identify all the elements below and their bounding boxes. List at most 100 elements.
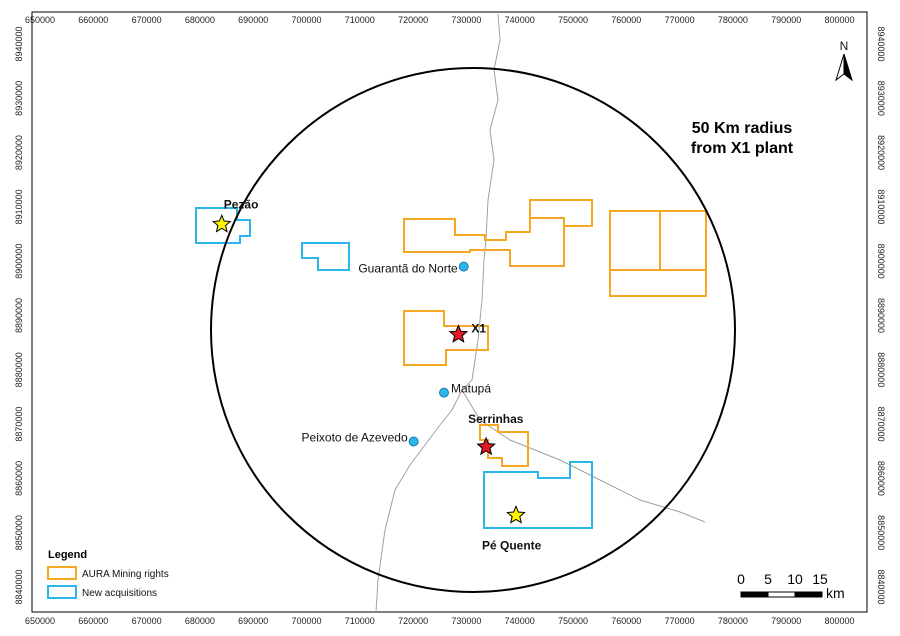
x-tick-top-720000: 720000 — [398, 15, 428, 25]
x-tick-top-790000: 790000 — [771, 15, 801, 25]
x-tick-bottom-660000: 660000 — [78, 616, 108, 626]
y-tick-left-8870000: 8870000 — [14, 407, 24, 442]
scale-label-0: 0 — [737, 571, 745, 587]
y-tick-right-8840000: 8840000 — [876, 569, 886, 604]
x-tick-bottom-690000: 690000 — [238, 616, 268, 626]
y-tick-left-8930000: 8930000 — [14, 81, 24, 116]
y-tick-labels-left: 8940000 8930000 8920000 8910000 8900000 88900… — [14, 26, 24, 604]
x-tick-labels-bottom: 650000 660000 670000 680000 690000 700000 7100… — [25, 616, 855, 626]
aura-block-x1 — [403, 310, 489, 366]
x-tick-top-730000: 730000 — [451, 15, 481, 25]
y-tick-right-8880000: 8880000 — [876, 352, 886, 387]
x-tick-top-770000: 770000 — [665, 15, 695, 25]
legend-label-aura: AURA Mining rights — [82, 569, 169, 580]
x-tick-top-650000: 650000 — [25, 15, 55, 25]
road-north-south — [375, 13, 501, 613]
y-tick-right-8860000: 8860000 — [876, 461, 886, 496]
x-tick-bottom-720000: 720000 — [398, 616, 428, 626]
y-tick-right-8850000: 8850000 — [876, 515, 886, 550]
y-tick-right-8910000: 8910000 — [876, 189, 886, 224]
x-tick-top-660000: 660000 — [78, 15, 108, 25]
x-tick-labels-top: 650000 660000 670000 680000 690000 700000 7100… — [25, 15, 855, 25]
aura-block-north-east — [529, 199, 593, 227]
y-tick-left-8860000: 8860000 — [14, 461, 24, 496]
scale-bar: 0 5 10 15 km — [737, 571, 845, 601]
y-tick-left-8850000: 8850000 — [14, 515, 24, 550]
x-tick-top-710000: 710000 — [345, 15, 375, 25]
yellow-star-icon — [506, 504, 526, 524]
y-tick-labels-right: 8940000 8930000 8920000 8910000 8900000 88900… — [876, 26, 886, 604]
x-tick-bottom-790000: 790000 — [771, 616, 801, 626]
new-block-pe-quente — [483, 461, 593, 529]
town-label: Matupá — [451, 382, 491, 396]
x-tick-bottom-800000: 800000 — [824, 616, 854, 626]
y-tick-left-8900000: 8900000 — [14, 244, 24, 279]
x-tick-top-800000: 800000 — [824, 15, 854, 25]
x-tick-bottom-700000: 700000 — [291, 616, 321, 626]
y-tick-left-8910000: 8910000 — [14, 189, 24, 224]
project-label: Pé Quente — [482, 538, 542, 552]
y-tick-right-8890000: 8890000 — [876, 298, 886, 333]
scale-label-5: 5 — [764, 571, 772, 587]
legend-label-new: New acquisitions — [82, 588, 157, 599]
y-tick-left-8890000: 8890000 — [14, 298, 24, 333]
x-tick-bottom-780000: 780000 — [718, 616, 748, 626]
y-tick-right-8920000: 8920000 — [876, 135, 886, 170]
y-tick-right-8900000: 8900000 — [876, 244, 886, 279]
red-star-icon — [476, 436, 496, 456]
x-tick-top-690000: 690000 — [238, 15, 268, 25]
x-tick-top-740000: 740000 — [505, 15, 535, 25]
x-tick-bottom-710000: 710000 — [345, 616, 375, 626]
legend-title: Legend — [48, 549, 87, 561]
scale-label-10: 10 — [787, 571, 803, 587]
road-east — [461, 389, 706, 523]
y-tick-left-8940000: 8940000 — [14, 26, 24, 61]
legend-swatch-new — [47, 585, 77, 599]
map-frame — [31, 11, 868, 613]
x-tick-bottom-730000: 730000 — [451, 616, 481, 626]
town-marker — [458, 261, 469, 272]
project-label: Pezão — [224, 197, 259, 211]
x-tick-top-680000: 680000 — [185, 15, 215, 25]
town-marker — [408, 436, 419, 447]
y-tick-left-8880000: 8880000 — [14, 352, 24, 387]
scale-label-15: 15 — [812, 571, 828, 587]
town-label: Peixoto de Azevedo — [302, 430, 408, 444]
x-tick-bottom-770000: 770000 — [665, 616, 695, 626]
yellow-star-icon — [211, 213, 232, 233]
y-tick-right-8930000: 8930000 — [876, 81, 886, 116]
y-tick-right-8940000: 8940000 — [876, 26, 886, 61]
x-tick-bottom-650000: 650000 — [25, 616, 55, 626]
x-tick-bottom-760000: 760000 — [611, 616, 641, 626]
y-tick-left-8840000: 8840000 — [14, 569, 24, 604]
legend-swatch-aura — [47, 566, 77, 580]
map-title-line2: from X1 plant — [691, 140, 794, 157]
project-label: Serrinhas — [468, 412, 524, 426]
y-tick-right-8870000: 8870000 — [876, 407, 886, 442]
x-tick-bottom-750000: 750000 — [558, 616, 588, 626]
legend: Legend AURA Mining rights New acquisitio… — [47, 549, 169, 599]
plant-label: X1 — [471, 322, 486, 336]
plant-star-icon — [448, 324, 469, 343]
x-tick-top-750000: 750000 — [558, 15, 588, 25]
aura-mining-rights — [403, 199, 707, 467]
x-tick-bottom-680000: 680000 — [185, 616, 215, 626]
roads — [375, 13, 706, 613]
x-tick-top-700000: 700000 — [291, 15, 321, 25]
radius-circle — [210, 67, 736, 593]
x-tick-top-780000: 780000 — [718, 15, 748, 25]
x-tick-top-670000: 670000 — [132, 15, 162, 25]
x-tick-top-760000: 760000 — [611, 15, 641, 25]
aura-block-far-east — [609, 210, 707, 297]
town-marker — [439, 387, 450, 398]
new-block-pezao — [195, 207, 251, 244]
north-label: N — [840, 39, 849, 53]
y-tick-left-8920000: 8920000 — [14, 135, 24, 170]
scale-unit: km — [826, 585, 845, 601]
x-tick-bottom-670000: 670000 — [132, 616, 162, 626]
x-tick-bottom-740000: 740000 — [505, 616, 535, 626]
new-block-mid-west — [301, 242, 350, 271]
